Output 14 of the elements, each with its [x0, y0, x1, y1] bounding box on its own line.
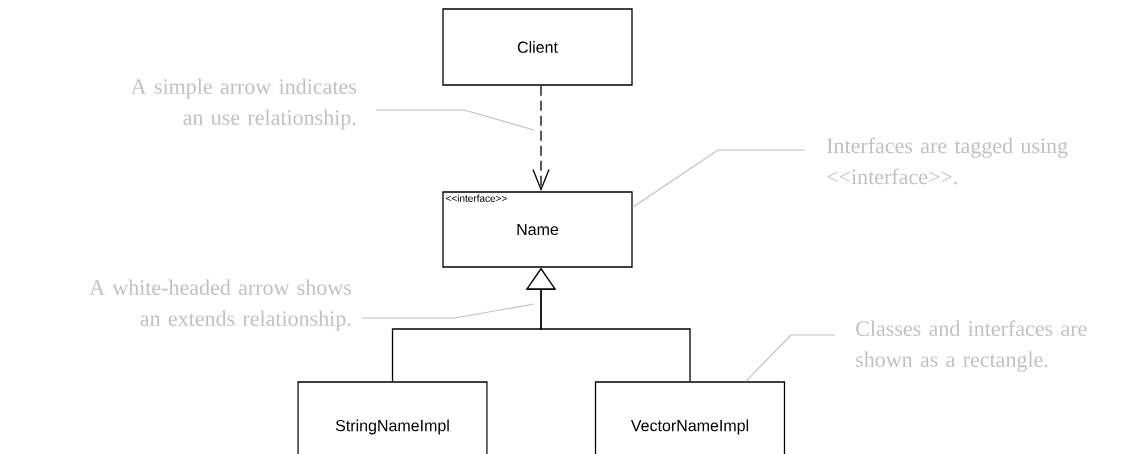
leader-line — [375, 109, 535, 131]
leader-line — [361, 303, 535, 319]
stereotype-label: <<interface>> — [446, 194, 507, 202]
class-box: Name <<interface>> — [442, 191, 633, 268]
note-text: A simple arrow indicates an use relationship. — [131, 78, 356, 130]
note-text: Interfaces are tagged using <<interface>>. — [827, 137, 1068, 185]
class-box: Client — [442, 8, 633, 86]
leader-line — [745, 334, 836, 382]
class-box: VectorNameImpl — [594, 381, 786, 454]
note-text: A white-headed arrow shows an extends relationship. — [89, 279, 351, 331]
note-text: Classes and interfaces are shown as a rectangle. — [856, 320, 1087, 372]
arrow — [532, 85, 550, 192]
class-box: StringNameImpl — [297, 381, 488, 454]
leader-line — [632, 149, 806, 208]
